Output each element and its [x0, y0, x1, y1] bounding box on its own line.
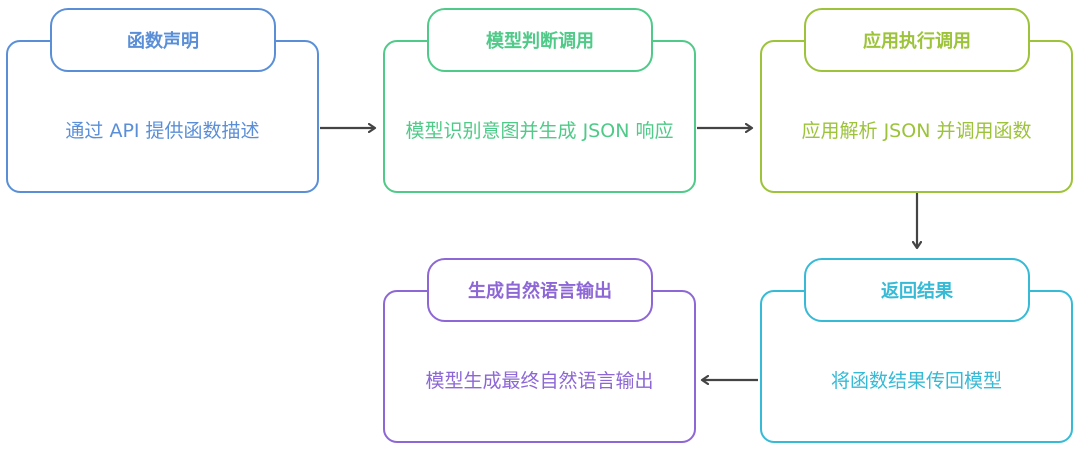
node-model-call-desc: 模型识别意图并生成 JSON 响应 — [405, 120, 674, 142]
node-generate-title: 生成自然语言输出 — [427, 258, 653, 322]
node-return-desc: 将函数结果传回模型 — [830, 370, 1002, 392]
node-declare-title: 函数声明 — [50, 8, 276, 72]
node-return-title: 返回结果 — [804, 258, 1030, 322]
node-generate-desc: 模型生成最终自然语言输出 — [425, 370, 654, 392]
node-model-call-title: 模型判断调用 — [427, 8, 653, 72]
node-app-exec-title: 应用执行调用 — [804, 8, 1030, 72]
node-app-exec-desc: 应用解析 JSON 并调用函数 — [801, 120, 1032, 142]
node-declare-desc: 通过 API 提供函数描述 — [65, 120, 260, 142]
